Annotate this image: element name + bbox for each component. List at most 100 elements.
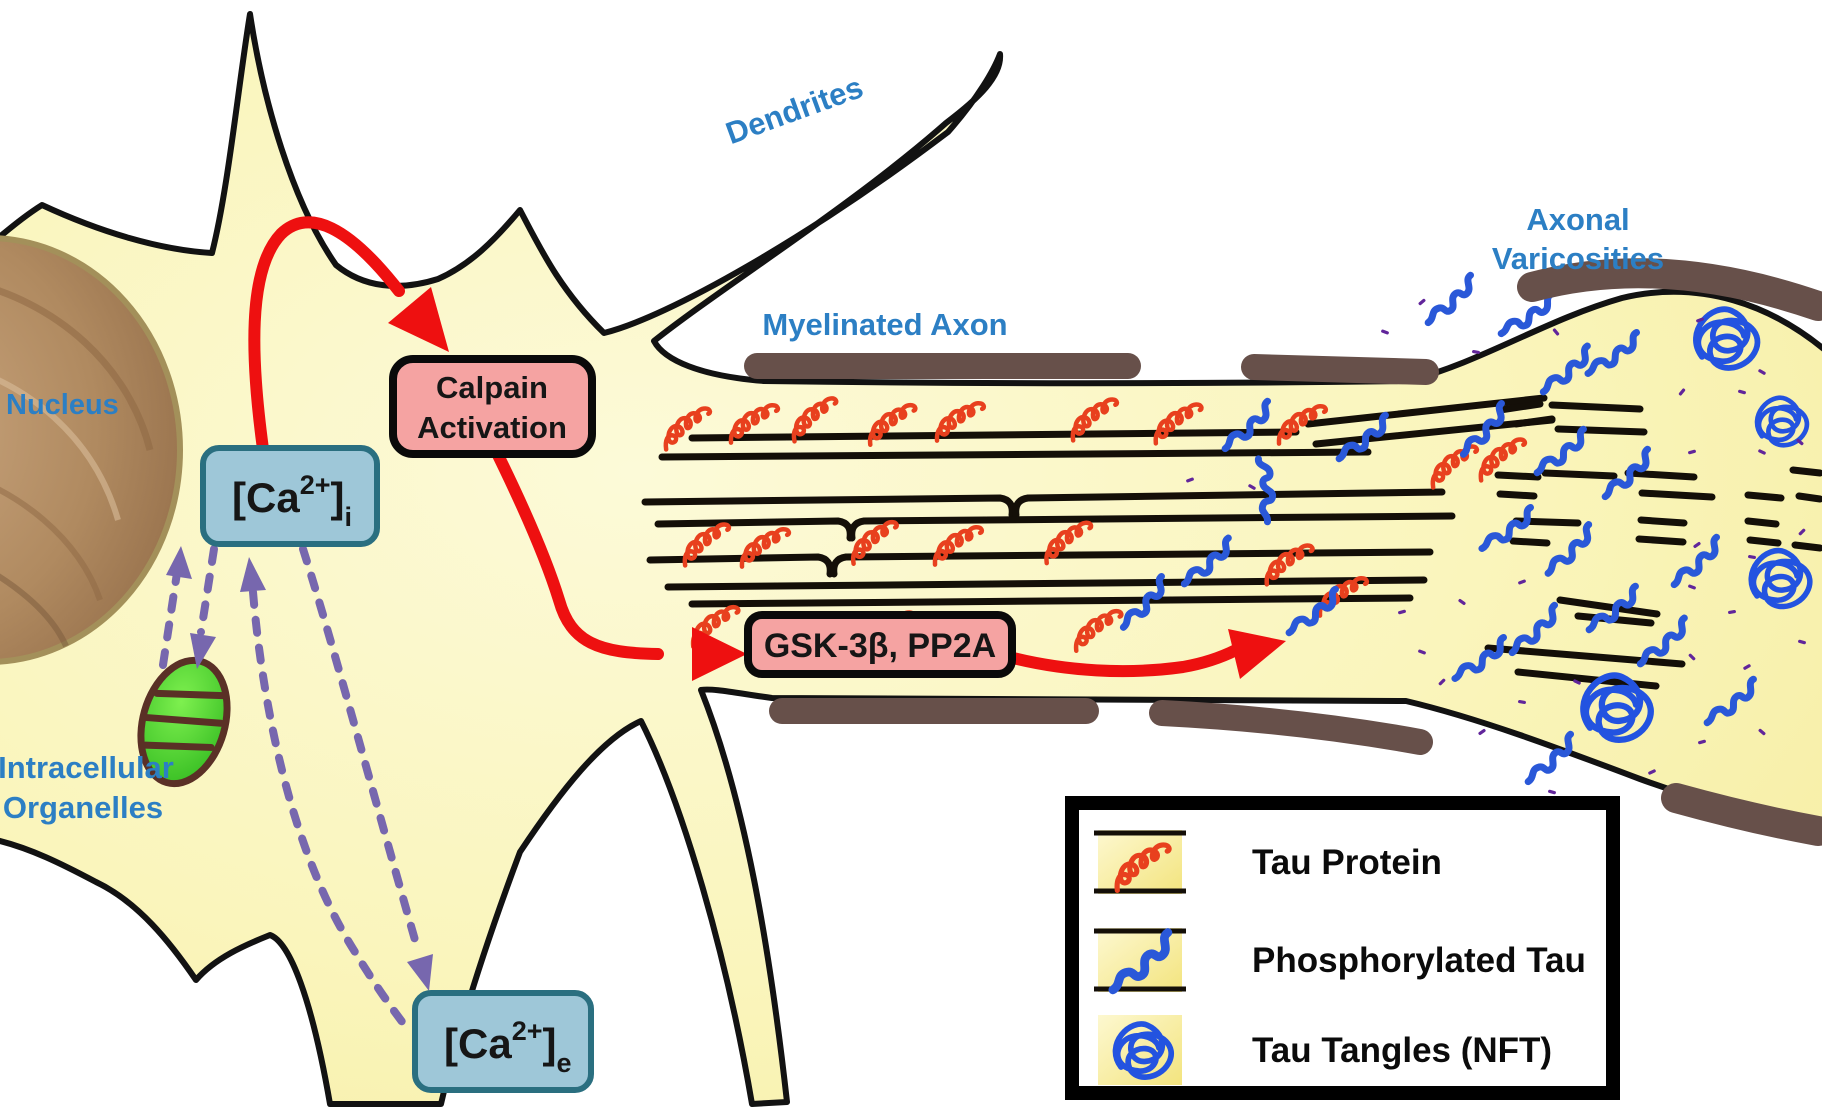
ca-link-ca-to-organelle [197, 545, 218, 636]
ca-link-arrowhead [190, 633, 216, 669]
speckle [1418, 649, 1426, 655]
microtubule [658, 448, 1372, 461]
speckle [1748, 554, 1756, 560]
microtubule [1012, 488, 1446, 519]
microtubule-fragment [1509, 537, 1551, 547]
intracellular-organelles-label-line2: Organelles [3, 790, 163, 825]
dendrites-label: Dendrites [721, 69, 867, 151]
microtubule-fragment [1744, 517, 1780, 528]
speckle [1472, 349, 1480, 355]
microtubule-fragment [1512, 415, 1556, 428]
axonal-varicosities-label-line2: Varicosities [1492, 241, 1664, 276]
legend-label-tau-protein: Tau Protein [1252, 843, 1442, 882]
speckle [1738, 389, 1746, 395]
speckle [1438, 678, 1446, 686]
microtubule [848, 512, 1456, 542]
microtubule [646, 553, 834, 578]
microtubule-fragment [1548, 401, 1644, 413]
microtubule-fragment [1496, 490, 1538, 500]
intracellular-organelles-label-line1: Intracellular [0, 750, 174, 785]
speckle [1648, 769, 1656, 775]
legend-label-phosphorylated-tau: Phosphorylated Tau [1252, 941, 1586, 980]
microtubule-fragment [1554, 425, 1648, 436]
speckle [1728, 609, 1736, 615]
gsk3b-pp2a-label: GSK-3β, PP2A [764, 627, 996, 665]
speckle [1248, 484, 1256, 490]
microtubule [830, 548, 1434, 578]
phosphorylated-tau-squiggle [1418, 275, 1481, 322]
speckle [1518, 579, 1526, 585]
ca-link-ca-i-to-ca-e [299, 545, 421, 951]
microtubule-fragment [1791, 541, 1822, 552]
microtubule-fragment [1638, 489, 1716, 501]
speckle [1796, 438, 1804, 446]
nucleus-label: Nucleus [6, 389, 119, 421]
speckle [1698, 739, 1706, 745]
speckle [1798, 528, 1806, 536]
myelin-sheath-segments [744, 258, 1822, 846]
speckle [1798, 639, 1806, 645]
speckle [1743, 664, 1751, 670]
speckle [1758, 449, 1766, 455]
speckle [1696, 317, 1704, 323]
speckle [1478, 728, 1486, 736]
microtubule-fragment [1496, 400, 1544, 414]
speckle [1573, 679, 1581, 685]
microtubule-fragment [1746, 536, 1782, 547]
myelin-segment [1149, 700, 1433, 755]
red-arrowhead [388, 287, 449, 352]
speckle [1548, 789, 1556, 795]
microtubule-fragment [1635, 535, 1687, 546]
microtubule-fragment [1637, 516, 1688, 527]
legend-item-tau-tangles: Tau Tangles (NFT) [1098, 1015, 1552, 1085]
myelin-segment [1661, 783, 1822, 846]
red-arrow-gsk-to-axon [1007, 644, 1242, 678]
ca-link-arrowhead [166, 546, 192, 579]
microtubule-fragment [1789, 466, 1822, 477]
speckle [1186, 477, 1194, 483]
microtubule [664, 576, 1428, 591]
axonal-varicosities-label-line1: Axonal [1526, 202, 1629, 237]
legend: Tau Protein Phosphorylated Tau Tau Tangl… [1065, 796, 1620, 1100]
red-arrowhead [1228, 629, 1286, 679]
microtubule-fragment [1624, 469, 1698, 481]
microtubule-fragment [1494, 471, 1542, 481]
microtubule-fragment [1556, 596, 1661, 618]
nucleus [0, 235, 183, 665]
microtubule [688, 594, 1414, 608]
speckle [1381, 329, 1389, 335]
microtubule [641, 494, 1016, 519]
calpain-line2: Activation [417, 410, 567, 445]
speckle [1458, 598, 1466, 606]
legend-item-phosphorylated-tau: Phosphorylated Tau [1094, 928, 1586, 992]
speckle [1688, 449, 1696, 455]
ca-link-arrowhead [240, 557, 266, 592]
myelin-segment [1241, 354, 1439, 385]
myelin-segment [1517, 258, 1822, 321]
red-arrow-calpain-to-gsk [491, 447, 664, 660]
myelinated-axon-label: Myelinated Axon [762, 307, 1007, 342]
ca-link-ca-e-to-ca-i [249, 588, 413, 1035]
ca-extracellular-label: [Ca2+]e [444, 1016, 572, 1078]
speckle [1552, 328, 1560, 336]
gsk3b-pp2a-box: GSK-3β, PP2A [744, 611, 1016, 678]
ca-link-arrowhead [407, 954, 433, 991]
calpain-activation-box: Calpain Activation [389, 355, 596, 458]
ca-extracellular-box: [Ca2+]e [412, 990, 594, 1093]
speckle [1398, 609, 1406, 615]
legend-label-tau-tangles: Tau Tangles (NFT) [1252, 1031, 1552, 1070]
microtubule [1484, 644, 1686, 668]
ca-link-organelle-to-ca [159, 569, 181, 669]
speckle [1758, 369, 1766, 375]
speckle [1688, 584, 1696, 590]
speckle [1758, 728, 1766, 736]
speckle [1693, 541, 1701, 549]
calpain-line1: Calpain [436, 370, 548, 405]
calcium-flux-links [159, 545, 433, 1035]
ca-intracellular-label: [Ca2+]i [232, 470, 352, 532]
microtubule-fragment [1795, 492, 1822, 503]
red-arrowhead [692, 627, 747, 681]
speckle [1518, 699, 1526, 705]
microtubule-fragment [1744, 491, 1785, 502]
